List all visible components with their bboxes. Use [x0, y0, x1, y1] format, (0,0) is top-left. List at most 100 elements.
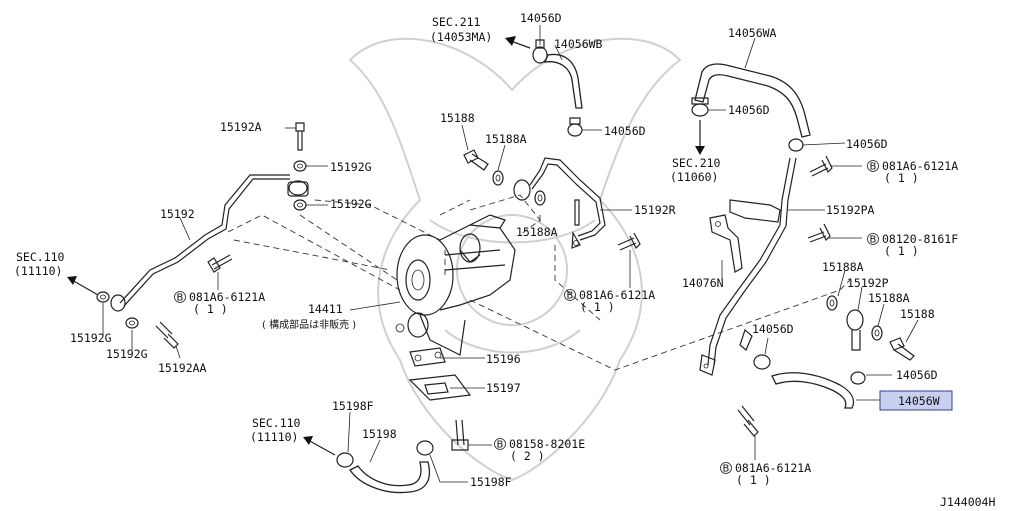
bolt-081A6-lower[interactable]: [737, 405, 759, 437]
label-15188A-b[interactable]: 15188A: [516, 225, 558, 239]
label-15188-b[interactable]: 15188: [900, 307, 935, 321]
label-14056WA[interactable]: 14056WA: [728, 26, 777, 40]
water-hose-14056W[interactable]: [771, 372, 855, 409]
washer-15188A-right-a[interactable]: [826, 295, 838, 311]
arrow-sec110-lower: [303, 436, 336, 456]
label-14056D-c[interactable]: 14056D: [604, 124, 646, 138]
gasket-15196[interactable]: [409, 347, 446, 367]
arrow-sec110-upper: [67, 276, 99, 296]
bolt-15192AA[interactable]: [155, 321, 179, 349]
label-14056W[interactable]: 14056W: [898, 394, 940, 408]
label-15192G-d[interactable]: 15192G: [106, 347, 148, 361]
label-14056D-d[interactable]: 14056D: [846, 137, 888, 151]
label-15192A[interactable]: 15192A: [220, 120, 262, 134]
label-08120-qty: ( 1 ): [884, 244, 919, 258]
label-sec210-ref: (11060): [670, 170, 718, 184]
turbocharger-14411[interactable]: [395, 214, 516, 356]
label-15192PA[interactable]: 15192PA: [826, 203, 875, 217]
label-15192G-c[interactable]: 15192G: [70, 331, 112, 345]
label-15188A-d[interactable]: 15188A: [868, 291, 910, 305]
label-081A6-c-qty: ( 1 ): [580, 300, 615, 314]
water-hose-14056WA[interactable]: [694, 63, 811, 138]
label-15198F-a[interactable]: 15198F: [332, 399, 374, 413]
label-081A6-c[interactable]: 081A6-6121A: [579, 288, 655, 302]
label-081A6-a[interactable]: 081A6-6121A: [882, 159, 958, 173]
label-15192G-b[interactable]: 15192G: [330, 197, 372, 211]
dashed-reference-lines: [227, 194, 851, 371]
water-hose-14056WB[interactable]: [543, 53, 583, 109]
label-15192P[interactable]: 15192P: [847, 276, 889, 290]
label-15188A-a[interactable]: 15188A: [485, 132, 527, 146]
label-14056D-b[interactable]: 14056D: [728, 103, 770, 117]
label-081A6-a-qty: ( 1 ): [884, 171, 919, 185]
bolt-081A6-center[interactable]: [617, 232, 641, 251]
label-sec110-b-ref: (11110): [250, 430, 298, 444]
label-sec110-a[interactable]: SEC.110: [16, 250, 65, 264]
label-15196[interactable]: 15196: [486, 352, 521, 366]
label-15188[interactable]: 15188: [440, 111, 475, 125]
washer-15192G-lower-b[interactable]: [125, 317, 139, 329]
label-08158[interactable]: 08158-8201E: [509, 437, 585, 451]
bolt-08158[interactable]: [451, 419, 469, 451]
clamp-15198F-left[interactable]: [336, 452, 354, 468]
bracket-14076N[interactable]: [709, 214, 743, 273]
clamp-15198F-right[interactable]: [416, 440, 434, 456]
label-081A6-d[interactable]: 081A6-6121A: [735, 461, 811, 475]
label-14056D-e[interactable]: 14056D: [752, 322, 794, 336]
bolt-mark-d: B: [567, 291, 574, 302]
arrow-sec211: [505, 36, 531, 49]
label-sec211[interactable]: SEC.211: [432, 15, 481, 29]
bolt-081A6-left[interactable]: [207, 254, 233, 273]
water-pipe-15192PA[interactable]: [699, 157, 797, 376]
label-sec110-a-ref: (11110): [14, 264, 62, 278]
label-15192[interactable]: 15192: [160, 207, 195, 221]
clamp-14056D-lower-left[interactable]: [753, 354, 771, 370]
washer-15192G-upper-b[interactable]: [293, 199, 307, 211]
label-15197[interactable]: 15197: [486, 381, 521, 395]
washer-15192G-lower-a[interactable]: [96, 291, 110, 303]
clamp-14056D-mid[interactable]: [567, 117, 583, 137]
label-15192G-a[interactable]: 15192G: [330, 160, 372, 174]
part-labels: SEC.211 (14053MA) 14056D 14056WB 14056WA…: [14, 11, 995, 509]
label-15192R[interactable]: 15192R: [634, 203, 676, 217]
water-hose-15198[interactable]: [349, 461, 431, 494]
bolt-mark-c: B: [177, 293, 184, 304]
label-14056D-a[interactable]: 14056D: [520, 11, 562, 25]
label-15198[interactable]: 15198: [362, 427, 397, 441]
bolt-mark-f: B: [723, 464, 730, 475]
washer-15192G-upper-a[interactable]: [293, 160, 307, 172]
bolt-15192A[interactable]: [295, 122, 305, 151]
oil-feed-pipe-15192[interactable]: [110, 174, 309, 312]
label-14056WB[interactable]: 14056WB: [554, 37, 603, 51]
label-sec211-ref: (14053MA): [430, 30, 492, 44]
bolt-081A6-right-upper[interactable]: [809, 155, 833, 177]
washer-15188A-upper[interactable]: [492, 170, 504, 186]
oil-pipe-15192R[interactable]: [513, 157, 606, 249]
bolt-08120[interactable]: [807, 223, 831, 243]
label-14411[interactable]: 14411: [308, 302, 343, 316]
label-14076N[interactable]: 14076N: [682, 276, 724, 290]
label-081A6-b[interactable]: 081A6-6121A: [189, 290, 265, 304]
banjo-bolt-15188-right[interactable]: [889, 337, 915, 361]
diagram-id: J144004H: [940, 495, 995, 509]
label-sec210[interactable]: SEC.210: [672, 156, 721, 170]
banjo-15192P[interactable]: [846, 309, 864, 351]
label-sec110-b[interactable]: SEC.110: [252, 416, 301, 430]
highlight-14056W: [879, 390, 953, 411]
label-15192AA[interactable]: 15192AA: [158, 361, 207, 375]
clamp-14056D-right-lower[interactable]: [788, 138, 804, 152]
washer-15188A-right-b[interactable]: [871, 325, 883, 341]
banjo-bolt-15188[interactable]: [463, 149, 489, 171]
label-08120[interactable]: 08120-8161F: [882, 232, 958, 246]
clamp-14056D-lower-right[interactable]: [850, 371, 866, 385]
label-15188A-c[interactable]: 15188A: [822, 260, 864, 274]
label-14056D-f[interactable]: 14056D: [896, 368, 938, 382]
washer-15188A-lower[interactable]: [534, 190, 546, 206]
label-15198F-b[interactable]: 15198F: [470, 475, 512, 489]
leader-lines: [102, 25, 919, 483]
clamp-14056D-top[interactable]: [532, 39, 548, 64]
arrow-sec210: [695, 120, 705, 155]
bracket-15197[interactable]: [408, 374, 472, 401]
